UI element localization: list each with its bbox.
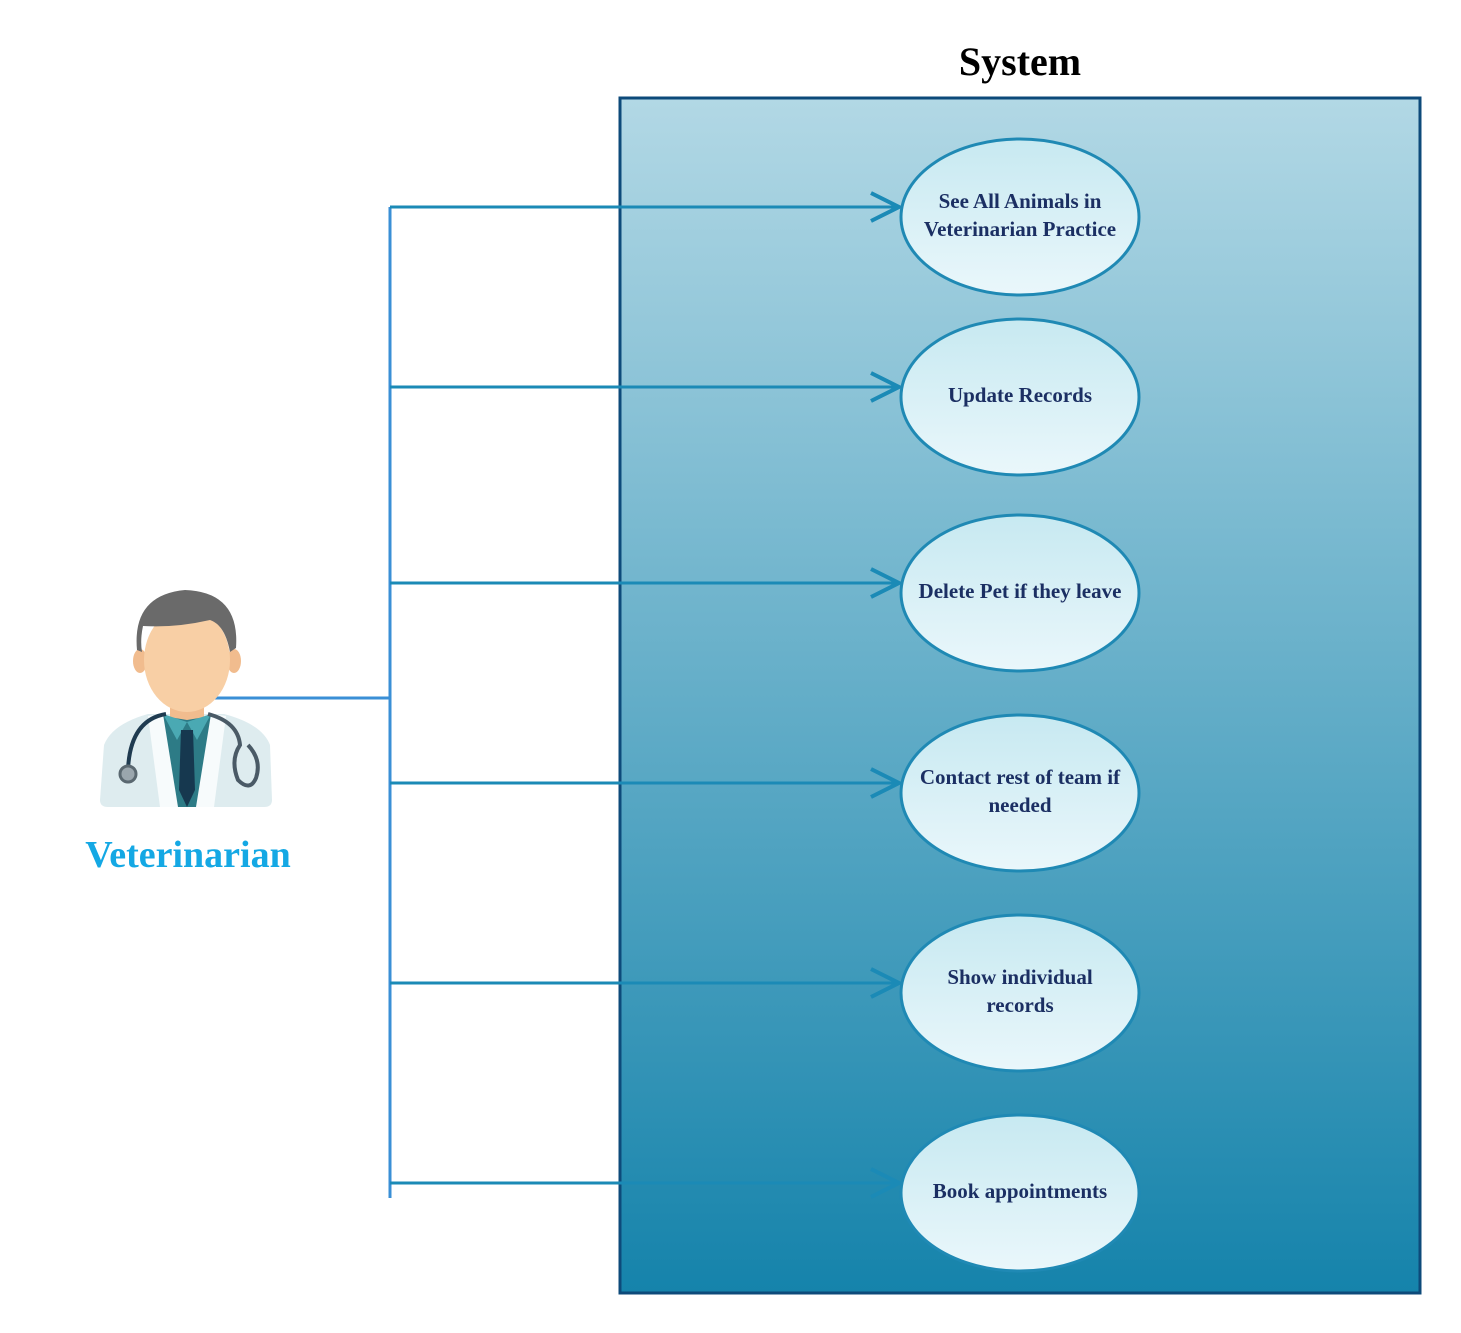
use-case-label: See All Animals in Veterinarian Practice (923, 189, 1117, 241)
system-boundary (618, 96, 1422, 1295)
use-case-label: Update Records (947, 383, 1093, 407)
system-title: System (958, 39, 1082, 84)
use-case-label: Show individual records (947, 965, 1093, 1017)
use-case-ellipse[interactable] (899, 913, 1141, 1073)
use-case-ellipse[interactable] (899, 1113, 1141, 1273)
use-case-label: Book appointments (932, 1179, 1108, 1203)
arrow-head (870, 191, 904, 223)
use-case-ellipse[interactable] (899, 713, 1141, 873)
use-case-ellipse[interactable] (899, 513, 1141, 673)
use-case-ellipse[interactable] (899, 137, 1141, 297)
actor-connector (185, 207, 392, 1198)
use-case-ellipse[interactable] (899, 317, 1141, 477)
veterinarian-icon (100, 590, 272, 807)
use-case-shapes (390, 137, 1141, 1273)
arrow-head (870, 767, 904, 799)
arrow-head (870, 967, 904, 999)
actor-label: Veterinarian (85, 834, 291, 876)
use-case-label: Contact rest of team if needed (919, 765, 1121, 817)
arrow-head (870, 1167, 904, 1199)
arrow-head (870, 567, 904, 599)
use-case-label: Delete Pet if they leave (918, 579, 1122, 603)
arrow-head (870, 371, 904, 403)
